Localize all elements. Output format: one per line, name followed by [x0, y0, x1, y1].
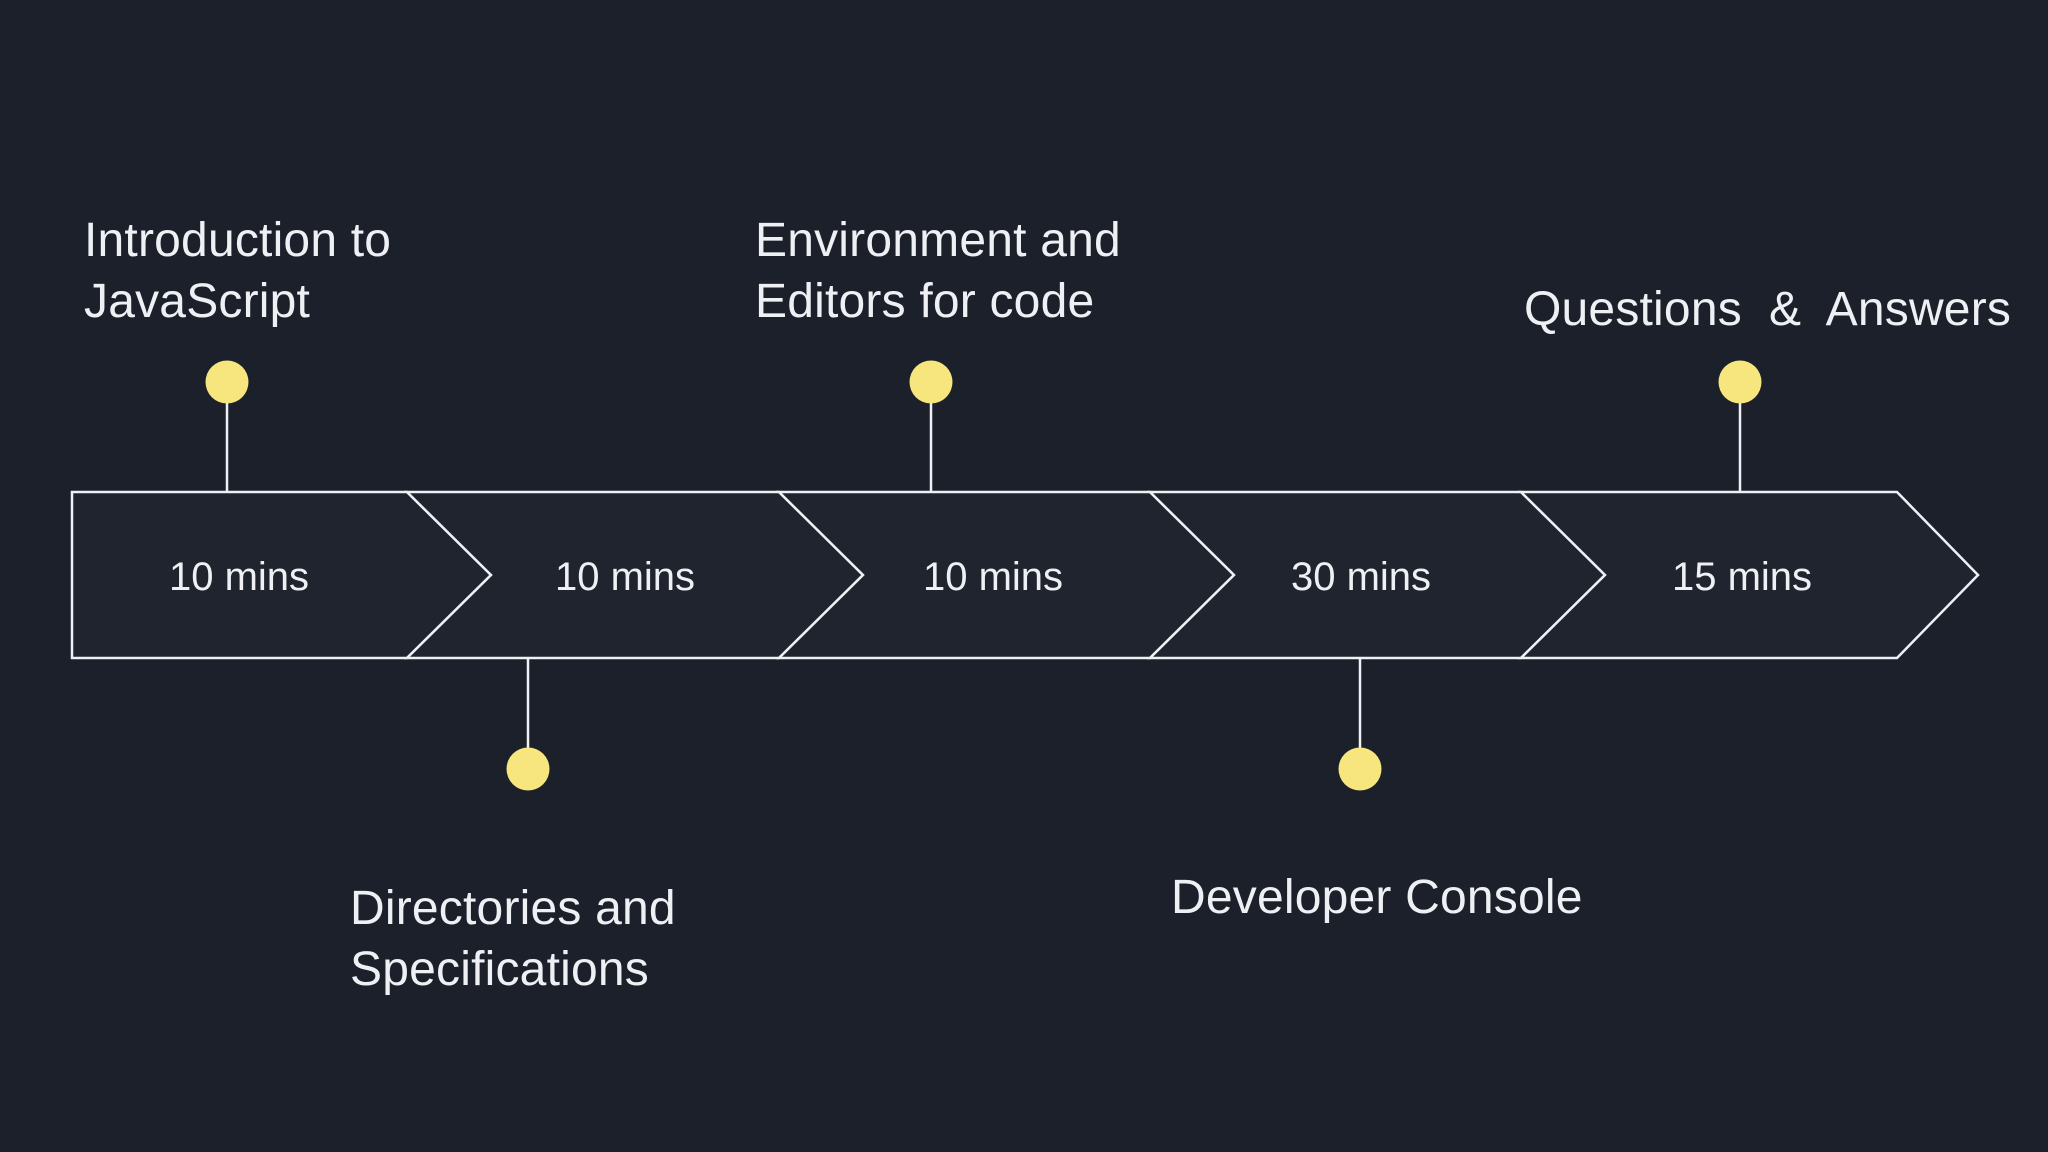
segment-duration-label: 10 mins: [554, 555, 696, 599]
step-title-questions-and-answers: Questions & Answers: [1524, 279, 2011, 340]
step-title-introduction-to-javascript: Introduction to JavaScript: [84, 210, 391, 332]
segment-duration-label: 10 mins: [168, 555, 310, 599]
milestone-dot: [1718, 360, 1762, 404]
title-line: Specifications: [350, 943, 649, 996]
segment-duration-label: 15 mins: [1671, 555, 1813, 599]
step-title-environment-and-editors: Environment and Editors for code: [755, 210, 1121, 332]
milestone-dot: [205, 360, 249, 404]
title-line: Developer Console: [1171, 871, 1583, 924]
title-line: Editors for code: [755, 275, 1095, 328]
title-line: JavaScript: [84, 275, 311, 328]
step-title-directories-and-specifications: Directories and Specifications: [350, 878, 676, 1000]
segment-duration-label: 30 mins: [1290, 555, 1432, 599]
milestone-dot: [1338, 747, 1382, 791]
step-title-developer-console: Developer Console: [1171, 867, 1583, 928]
title-line: Introduction to: [84, 214, 392, 267]
milestone-dot: [506, 747, 550, 791]
timeline-segment-shape: [1517, 490, 1980, 660]
title-line: Directories and: [350, 882, 676, 935]
segment-duration-label: 10 mins: [922, 555, 1064, 599]
title-line: Questions & Answers: [1524, 283, 2012, 336]
title-line: Environment and: [755, 214, 1121, 267]
milestone-dot: [909, 360, 953, 404]
